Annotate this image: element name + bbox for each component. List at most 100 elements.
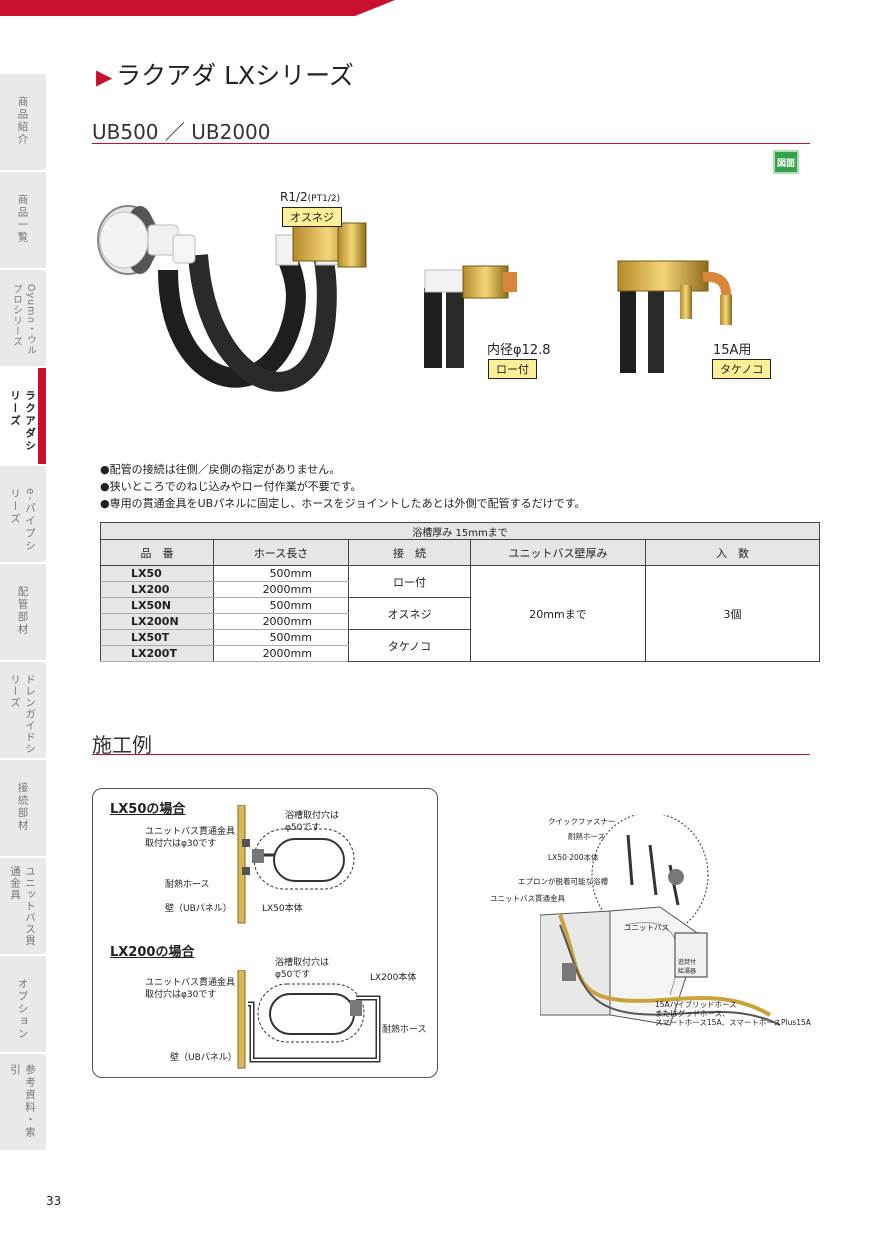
male-thread-badge: オスネジ xyxy=(282,207,342,227)
cell-length: 2000mm xyxy=(213,581,349,598)
spec-table: 浴槽厚み 15mmまで 品 番 ホース長さ 接 続 ユニットバス壁厚み 入 数 … xyxy=(100,522,820,662)
table-row: LX200T 2000mm xyxy=(100,645,820,662)
page-title: ▶ラクアダ LXシリーズ xyxy=(96,56,354,92)
lx50-hole-note: 浴槽取付穴は φ50です xyxy=(285,811,340,833)
thread-size-text: R1/2 xyxy=(280,190,308,204)
top-accent-bar xyxy=(0,0,395,16)
sidebar-tab-list[interactable]: 商品一覧 xyxy=(0,172,46,270)
cell-length: 500mm xyxy=(213,597,349,614)
product-photo-main xyxy=(97,205,367,392)
sidebar-tab-connect[interactable]: 接続部材 xyxy=(0,760,46,858)
cell-connection: オスネジ xyxy=(348,597,471,630)
cell-length: 2000mm xyxy=(213,613,349,630)
cell-model: LX200 xyxy=(100,581,214,598)
cell-length: 2000mm xyxy=(213,645,349,662)
sidebar-tab-label: 配管部材 xyxy=(16,586,29,636)
cell-model: LX200T xyxy=(100,645,214,662)
note-line: ●配管の接続は往側／戻側の指定がありません。 xyxy=(100,463,341,476)
illus-fitting: ユニットバス貫通金具 xyxy=(490,894,565,903)
cell-connection: ロー付 xyxy=(348,565,471,598)
illus-heater: 追焚付 給湯器 xyxy=(678,959,697,975)
cell-model: LX200N xyxy=(100,613,214,630)
title-arrow-icon: ▶ xyxy=(96,65,113,89)
table-row: LX50T 500mm タケノコ xyxy=(100,629,820,662)
feature-notes: ●配管の接続は往側／戻側の指定がありません。 ●狭いところでのねじ込みやロー付作… xyxy=(100,461,586,512)
lx50-diagram xyxy=(237,805,355,924)
example-heading: 施工例 xyxy=(92,733,152,757)
takenoko-badge: タケノコ xyxy=(712,359,772,379)
page-title-text: ラクアダ LXシリーズ xyxy=(116,61,354,90)
drawing-badge-label: 図面 xyxy=(776,158,795,169)
lx200-heading: LX200の場合 xyxy=(110,945,195,960)
sidebar-tab-rakuada[interactable]: ラクアダシリーズ xyxy=(0,368,46,466)
sidebar-tab-label: ドレンガイドシリーズ xyxy=(9,674,36,755)
sidebar-tab-label: 接続部材 xyxy=(16,782,29,832)
sidebar-tab-intro[interactable]: 商品紹介 xyxy=(0,74,46,172)
note-line: ●専用の貫通金具をUBパネルに固定し、ホースをジョイントしたあとは外側で配管する… xyxy=(100,497,586,510)
page-number: 33 xyxy=(46,1194,62,1208)
cell-connection: タケノコ xyxy=(348,629,471,662)
sidebar-tab-label: ラクアダシリーズ xyxy=(9,390,36,453)
lx50-fitting-note: ユニットバス貫通金具 取付穴はφ30です xyxy=(145,827,236,849)
cell-length: 500mm xyxy=(213,629,349,646)
thread-size-sub: (PT1/2) xyxy=(307,194,341,204)
subtitle-rule xyxy=(92,143,810,144)
illus-body: LX50·200本体 xyxy=(548,853,599,862)
product-photo-takenoko xyxy=(617,260,732,373)
sidebar-tab-option[interactable]: オプション xyxy=(0,956,46,1054)
sidebar-nav: 商品紹介 商品一覧 Oyum∩・ウルプロシリーズ ラクアダシリーズ e-パイプシ… xyxy=(0,74,46,1152)
lx200-wall-note: 壁（UBパネル） xyxy=(170,1053,237,1063)
thread-size-label: R1/2(PT1/2) xyxy=(280,190,340,204)
header-model: 品 番 xyxy=(100,539,214,566)
lx50-body-note: LX50本体 xyxy=(262,904,303,914)
lx50-heading: LX50の場合 xyxy=(110,802,186,817)
lx50-wall-note: 壁（UBパネル） xyxy=(165,904,232,914)
cell-model: LX50N xyxy=(100,597,214,614)
lx50-hose-note: 耐熱ホース xyxy=(165,880,210,890)
example-rule xyxy=(92,754,810,755)
illus-hybrid-hose: 15Aハイブリッドホース またはグッドホース、 スマートホース15A、スマートホ… xyxy=(655,1000,811,1027)
inner-diameter-label: 内径φ12.8 xyxy=(487,343,551,358)
lx200-hole-note: 浴槽取付穴は φ50です xyxy=(275,958,330,980)
table-row: LX50 500mm ロー付 20mmまで 3個 xyxy=(100,565,820,662)
header-quantity: 入 数 xyxy=(645,539,820,566)
illus-hose: 耐熱ホース xyxy=(568,832,606,841)
sidebar-tab-drain[interactable]: ドレンガイドシリーズ xyxy=(0,662,46,760)
model-subtitle: UB500 ／ UB2000 xyxy=(92,120,271,144)
cell-model: LX50T xyxy=(100,629,214,646)
brazed-badge: ロー付 xyxy=(488,359,537,379)
sidebar-tab-label: 商品紹介 xyxy=(16,96,29,146)
sidebar-tab-epipe[interactable]: e-パイプシリーズ xyxy=(0,466,46,564)
sidebar-tab-label: 参考資料・索引 xyxy=(9,1064,36,1139)
table-row: LX50N 500mm オスネジ xyxy=(100,597,820,630)
sidebar-tab-label: Oyum∩・ウルプロシリーズ xyxy=(11,284,36,356)
sidebar-tab-label: ユニットバス貫通金具 xyxy=(9,866,36,947)
sidebar-tab-label: オプション xyxy=(16,978,29,1041)
size-15a-label: 15A用 xyxy=(713,343,752,358)
lx200-diagram xyxy=(237,970,381,1069)
lx200-body-note: LX200本体 xyxy=(370,973,417,983)
example-diagram-box xyxy=(92,788,438,1078)
cell-quantity: 3個 xyxy=(645,565,820,662)
sidebar-tab-parts[interactable]: 配管部材 xyxy=(0,564,46,662)
drawing-badge-icon[interactable]: 図面 xyxy=(773,150,799,174)
illus-quick-fastener: クイックファスナー xyxy=(548,817,616,826)
sidebar-tab-label: e-パイプシリーズ xyxy=(9,488,36,553)
sidebar-tab-label: 商品一覧 xyxy=(16,194,29,244)
product-photo-brazed xyxy=(424,265,517,368)
lx200-fitting-note: ユニットバス貫通金具 取付穴はφ30です xyxy=(145,978,236,1000)
active-tab-marker xyxy=(38,368,46,464)
cell-length: 500mm xyxy=(213,565,349,582)
installation-illustration xyxy=(540,815,781,1026)
sidebar-tab-reference[interactable]: 参考資料・索引 xyxy=(0,1054,46,1152)
header-wall-thickness: ユニットバス壁厚み xyxy=(470,539,646,566)
illus-apron: エプロンが脱着可能な浴槽 xyxy=(518,877,608,886)
sidebar-tab-unitbath[interactable]: ユニットバス貫通金具 xyxy=(0,858,46,956)
header-connection: 接 続 xyxy=(348,539,471,566)
table-caption: 浴槽厚み 15mmまで xyxy=(100,522,820,540)
lx200-hose-note: 耐熱ホース xyxy=(382,1025,427,1035)
sidebar-tab-oyumo[interactable]: Oyum∩・ウルプロシリーズ xyxy=(0,270,46,368)
header-hose-length: ホース長さ xyxy=(213,539,349,566)
note-line: ●狭いところでのねじ込みやロー付作業が不要です。 xyxy=(100,480,362,493)
illus-unit-bath: ユニットバス xyxy=(624,923,669,932)
